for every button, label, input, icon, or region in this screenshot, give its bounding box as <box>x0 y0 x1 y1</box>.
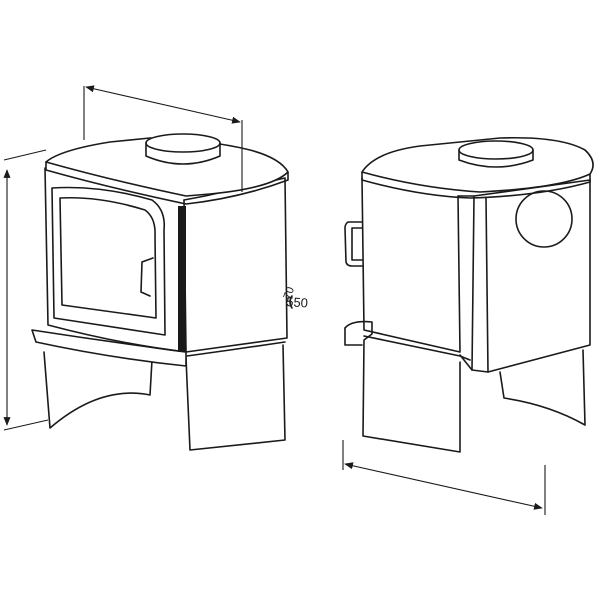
stove-door-edge <box>178 206 186 352</box>
dimension-bottom-width <box>342 440 546 515</box>
rear-pedestal <box>344 320 461 453</box>
stove-top-rim <box>45 161 289 205</box>
stove-rear-view <box>344 136 594 453</box>
rear-flue-collar-top <box>458 140 534 160</box>
stove-body-side <box>183 177 288 353</box>
dimension-top-depth <box>83 85 243 192</box>
stove-pedestal <box>185 344 286 451</box>
rear-body-band <box>363 335 471 361</box>
rear-pedestal-left <box>344 327 363 346</box>
stove-side-band <box>186 341 286 357</box>
rear-body-edge <box>471 195 475 371</box>
stove-top-cap <box>45 137 289 197</box>
dimension-left-height <box>3 149 49 431</box>
flue-collar-body <box>145 142 221 165</box>
flue-collar-top <box>145 133 221 153</box>
rear-side-handle <box>344 221 363 267</box>
stove-door-handle <box>140 257 154 297</box>
rear-flue-outlet <box>515 190 573 248</box>
dimension-label-70: 70 <box>282 285 297 301</box>
dimension-tick-mark <box>289 295 293 309</box>
rear-body-edge-2 <box>485 197 489 373</box>
rear-stand-curved <box>499 349 586 426</box>
rear-body-left-face <box>361 177 461 353</box>
stove-hearth-lip <box>31 329 187 367</box>
rear-side-handle-inner <box>351 227 363 261</box>
stove-stand-curved <box>43 351 153 429</box>
stove-door-glass <box>59 196 157 319</box>
rear-flue-collar-body <box>458 149 534 168</box>
rear-top-rim <box>361 171 591 199</box>
stove-door-frame <box>51 186 166 336</box>
stove-front-view <box>31 133 289 451</box>
